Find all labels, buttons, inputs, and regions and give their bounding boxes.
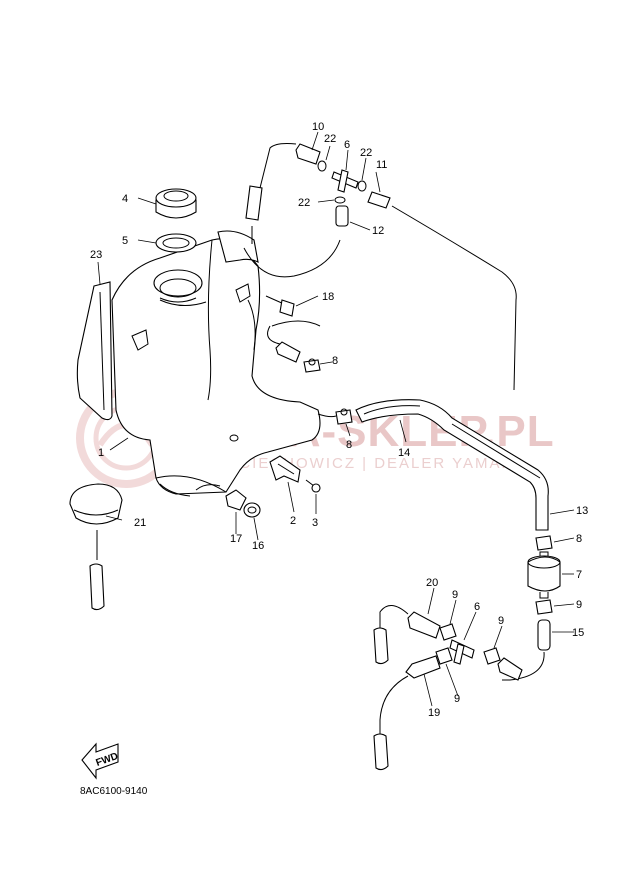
hose-clamp-8-upper[interactable]	[303, 358, 321, 373]
collar-16[interactable]	[243, 502, 261, 518]
callout-10: 10	[312, 121, 324, 133]
callout-22-right: 22	[360, 147, 372, 159]
callout-7: 7	[576, 569, 582, 581]
callout-8-upper: 8	[332, 355, 338, 367]
callout-22-lower: 22	[298, 197, 310, 209]
fuel-pipe-right-short[interactable]	[497, 657, 523, 681]
drain-tube-left[interactable]	[89, 530, 105, 611]
hose-clamp-9-c[interactable]	[435, 647, 453, 665]
fuel-pipe-20[interactable]	[379, 605, 441, 639]
damper-17[interactable]	[225, 489, 247, 511]
breather-hose[interactable]	[243, 143, 517, 391]
callout-4: 4	[122, 193, 128, 205]
clip-22-lower[interactable]	[334, 196, 346, 204]
callout-11: 11	[376, 159, 387, 171]
screw-3[interactable]	[305, 479, 321, 493]
fuel-tank[interactable]	[111, 230, 321, 497]
cap-gasket[interactable]	[155, 233, 197, 253]
bolt-18[interactable]	[265, 295, 295, 317]
callout-20: 20	[426, 577, 438, 589]
callout-13: 13	[576, 505, 588, 517]
callout-3: 3	[312, 517, 318, 529]
callout-15: 15	[572, 627, 584, 639]
callout-2: 2	[290, 515, 296, 527]
callout-21: 21	[134, 517, 146, 529]
callout-8-lower: 8	[576, 533, 582, 545]
fwd-arrow-icon: FWD	[81, 742, 120, 780]
tank-band-21[interactable]	[69, 483, 123, 525]
fuel-filter[interactable]	[527, 551, 561, 599]
callout-8-mid: 8	[346, 439, 352, 451]
clip-22-left[interactable]	[317, 160, 327, 172]
tank-bracket[interactable]	[269, 455, 301, 483]
hose-clamp-9-filter[interactable]	[535, 599, 553, 615]
hose-clamp-9-a[interactable]	[439, 623, 457, 641]
drain-tube-bottom-left[interactable]	[373, 627, 389, 665]
callout-9-a: 9	[452, 589, 458, 601]
breather-pipe-right[interactable]	[367, 191, 391, 209]
callout-9-filter: 9	[576, 599, 582, 611]
hose-clamp-9-b[interactable]	[483, 647, 501, 665]
callout-18: 18	[322, 291, 334, 303]
breather-pipe-left[interactable]	[295, 143, 321, 165]
callout-5: 5	[122, 235, 128, 247]
fuel-hose-clamp-8-mid[interactable]	[317, 408, 353, 425]
callout-labels: 4 5 23 1 21 10 22 6 22 11 22 12 18 8 8 1…	[90, 121, 588, 719]
fuel-hose-main[interactable]	[355, 399, 549, 531]
leader-lines	[97, 131, 575, 707]
fuel-tee-fitting[interactable]	[449, 639, 475, 665]
heat-shield-plate[interactable]	[76, 281, 113, 421]
callout-6-top: 6	[344, 139, 350, 151]
callout-16: 16	[252, 540, 264, 552]
fuel-hose-15[interactable]	[502, 619, 551, 681]
callout-17: 17	[230, 533, 242, 545]
breather-tee-fitting[interactable]	[331, 169, 359, 193]
clip-22-right[interactable]	[357, 180, 367, 192]
drain-tube-bottom-right[interactable]	[373, 733, 389, 771]
callout-6-bottom: 6	[474, 601, 480, 613]
callout-9-b: 9	[498, 615, 504, 627]
hose-clamp-8-lower[interactable]	[535, 535, 553, 551]
callout-9-c: 9	[454, 693, 460, 705]
callout-14: 14	[398, 447, 410, 459]
callout-12: 12	[372, 225, 384, 237]
callout-1: 1	[98, 447, 104, 459]
callout-22-left: 22	[324, 133, 336, 145]
callout-23: 23	[90, 249, 102, 261]
vent-hose-short[interactable]	[267, 320, 321, 363]
diagram-code: 8AC6100-9140	[80, 786, 148, 797]
callout-19: 19	[428, 707, 440, 719]
fuel-pipe-19[interactable]	[379, 655, 441, 734]
fuel-cap[interactable]	[155, 188, 197, 219]
breather-pipe-lower[interactable]	[335, 205, 349, 227]
